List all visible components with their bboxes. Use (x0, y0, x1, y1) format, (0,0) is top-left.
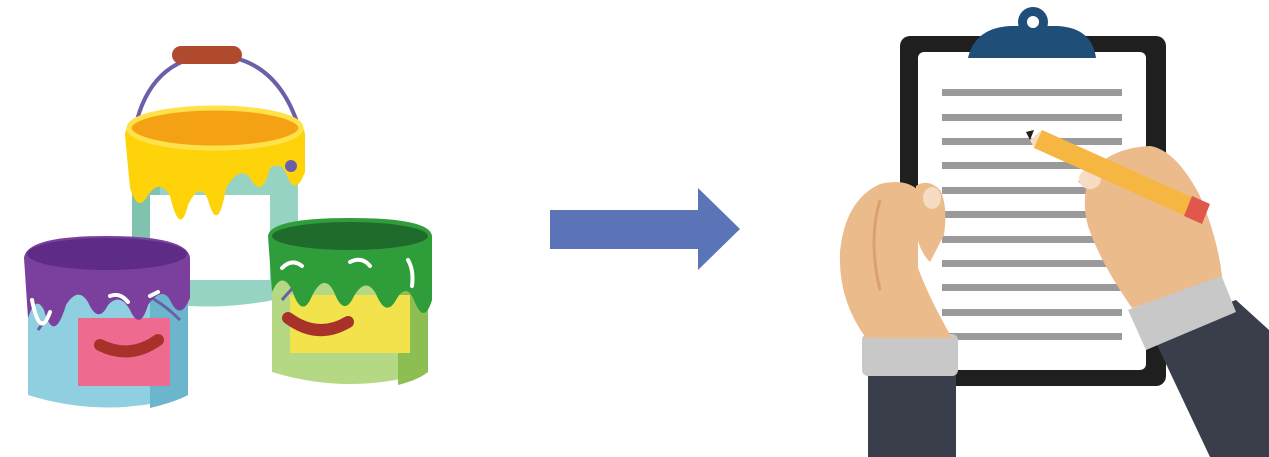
right-arrow-icon (550, 188, 740, 270)
purple-paint-can-icon (24, 236, 190, 408)
clipboard-writing-icon (839, 7, 1269, 457)
left-hand-icon (839, 182, 958, 457)
clipboard-clip-icon (968, 7, 1096, 58)
paint-cans-icon (24, 46, 432, 408)
green-paint-can-icon (268, 218, 432, 385)
pencil-icon (1026, 130, 1210, 224)
right-hand-icon (1078, 146, 1269, 457)
